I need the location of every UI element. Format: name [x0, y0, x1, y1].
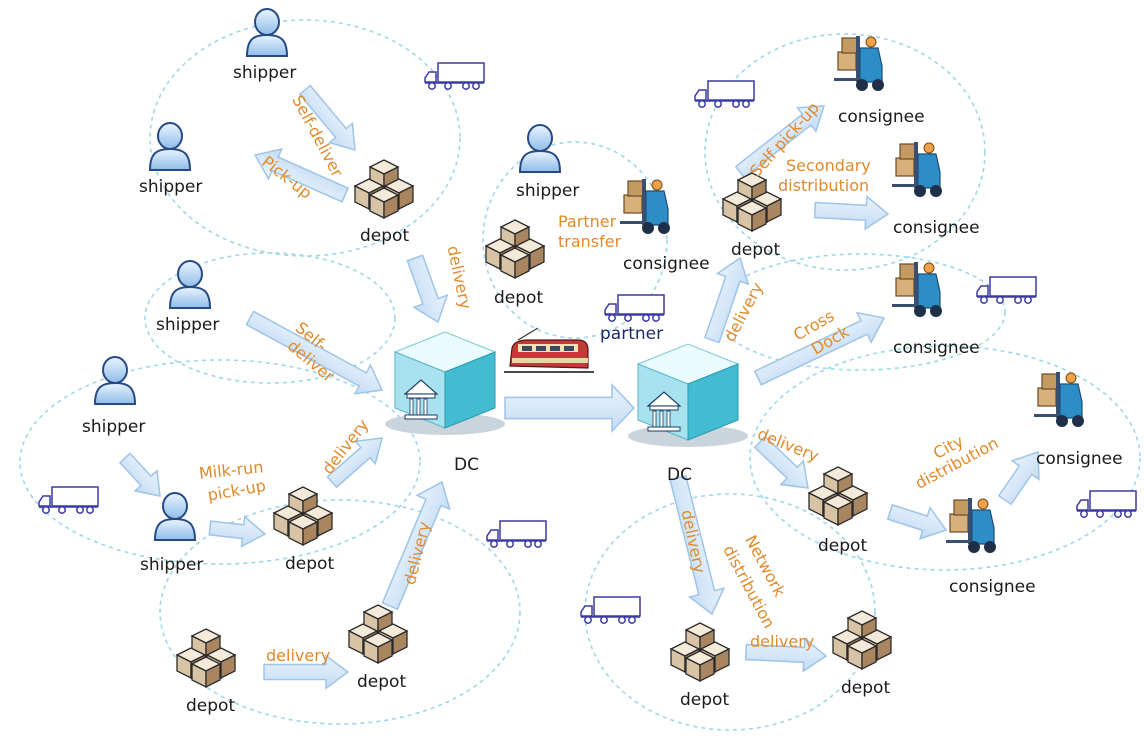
- depot-5-label: depot: [357, 672, 407, 692]
- arrow-depot-to-depot-right: [744, 637, 828, 673]
- arrow-pick-up: [253, 147, 350, 203]
- arrow-city-2: [997, 450, 1040, 506]
- consignee-6-label: consignee: [949, 577, 1036, 597]
- consignee-5-label: consignee: [1036, 449, 1123, 469]
- shipper-2-person-icon: [149, 122, 191, 171]
- delivery-bottom-horizontal-label: delivery: [266, 646, 331, 665]
- truck-icon: [38, 486, 99, 514]
- depot-8-boxes-icon: [671, 623, 729, 681]
- cluster-outlines: [19, 19, 1141, 731]
- shipper-5-person-icon: [154, 492, 196, 541]
- arrow-self-deliver-mid: [245, 310, 384, 395]
- depot-1-boxes-icon: [355, 160, 413, 218]
- depot-3-boxes-icon: [274, 487, 332, 545]
- truck-icon: [694, 80, 755, 108]
- secondary-distribution-label-1: Secondary: [786, 156, 871, 175]
- depot-4-boxes-icon: [177, 629, 235, 687]
- depot-4-label: depot: [186, 696, 236, 716]
- consignee-3-forklift-icon: [619, 178, 671, 235]
- shipper-4-label: shipper: [82, 417, 146, 437]
- arrow-dc-to-depot-right: [703, 256, 750, 344]
- arrow-cross-dock: [753, 311, 886, 386]
- depot-1-label: depot: [360, 226, 410, 246]
- dc-left-warehouse-icon: [384, 331, 506, 436]
- consignee-1-label: consignee: [838, 107, 925, 127]
- arrow-dc-to-depot-down: [753, 435, 809, 489]
- depot-2-boxes-icon: [486, 220, 544, 278]
- arrow-secondary: [813, 195, 890, 231]
- arrow-shipper-milk-run: [118, 452, 161, 497]
- shipper-1-label: shipper: [233, 63, 297, 83]
- train-icon: [503, 327, 595, 373]
- shipper-3-label: shipper: [156, 315, 220, 335]
- arrow-depot-up-to-dc: [381, 480, 451, 611]
- depot-8-label: depot: [680, 690, 730, 710]
- consignee-4-forklift-icon: [891, 261, 943, 318]
- consignee-1-forklift-icon: [833, 35, 885, 92]
- arrow-depot-to-depot-left: [263, 654, 350, 690]
- truck-icon: [486, 520, 547, 548]
- arrow-depot-to-dc-left: [406, 254, 449, 324]
- shipper-6-label: shipper: [516, 181, 580, 201]
- truck-icon: [424, 62, 485, 90]
- shipper-6-person-icon: [519, 124, 561, 173]
- flow-arrows: [118, 84, 1040, 690]
- arrow-self-deliver-top: [298, 84, 356, 152]
- depot-3-label: depot: [285, 554, 335, 574]
- dc-right-label: DC: [667, 465, 692, 485]
- truck-icon: [976, 276, 1037, 304]
- shipper-1-person-icon: [246, 8, 288, 57]
- depot-6-label: depot: [731, 240, 781, 260]
- arrow-depot-to-dc-left-2: [326, 437, 384, 489]
- truck-icon: [1076, 490, 1137, 518]
- consignee-2-label: consignee: [893, 218, 980, 238]
- partner-label: partner: [600, 324, 664, 344]
- arrow-dc-down: [669, 475, 726, 616]
- arrow-self-pick-up: [734, 105, 826, 179]
- consignee-2-forklift-icon: [891, 141, 943, 198]
- arrow-milk-run-to-depot: [208, 515, 267, 548]
- depot-5-boxes-icon: [349, 605, 407, 663]
- depot-2-label: depot: [494, 288, 544, 308]
- consignee-5-forklift-icon: [1033, 371, 1085, 428]
- delivery-bottom-right-label: delivery: [750, 632, 815, 651]
- shipper-2-label: shipper: [139, 177, 203, 197]
- truck-icon: [604, 294, 665, 322]
- consignee-3-label: consignee: [623, 254, 710, 274]
- depot-9-boxes-icon: [833, 611, 891, 669]
- shipper-3-person-icon: [169, 260, 211, 309]
- partner-transfer-label-2: transfer: [558, 232, 622, 251]
- secondary-distribution-label-2: distribution: [778, 176, 870, 195]
- arrow-dc-to-dc: [504, 383, 636, 433]
- dc-right-warehouse-icon: [627, 343, 749, 448]
- dc-left-label: DC: [454, 455, 479, 475]
- partner-transfer-label-1: Partner: [558, 212, 617, 231]
- arrow-city-1: [886, 503, 948, 540]
- depot-7-boxes-icon: [809, 467, 867, 525]
- consignee-6-forklift-icon: [945, 497, 997, 554]
- consignee-4-label: consignee: [893, 338, 980, 358]
- shipper-5-label: shipper: [140, 555, 204, 575]
- truck-icon: [580, 596, 641, 624]
- depot-7-label: depot: [818, 536, 868, 556]
- depot-9-label: depot: [841, 678, 891, 698]
